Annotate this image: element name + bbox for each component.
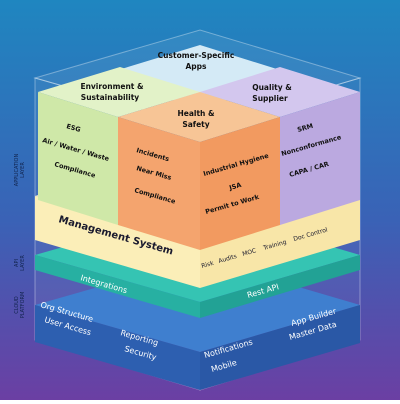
quality-title-line2: Supplier: [252, 94, 288, 103]
environment-title-line2: Sustainability: [81, 93, 139, 102]
management-audits: Audits: [218, 253, 238, 265]
side-label-application-line1: APPLICATION: [14, 154, 20, 187]
customer-title-line2: Apps: [185, 62, 207, 71]
management-risk: Risk: [201, 260, 215, 270]
side-label-api-layer: API LAYER: [14, 255, 26, 271]
side-label-cloud-line1: CLOUD: [14, 296, 20, 314]
customer-title-line1: Customer-Specific: [158, 51, 235, 60]
side-label-api-line2: LAYER: [20, 255, 26, 271]
side-label-cloud-line2: PLATFORM: [20, 292, 26, 319]
side-label-application-layer: APPLICATION LAYER: [14, 154, 26, 187]
side-label-application-line2: LAYER: [20, 162, 26, 178]
management-moc: MOC: [242, 247, 257, 258]
health-safety-cube: [118, 92, 280, 250]
side-label-cloud-platform: CLOUD PLATFORM: [14, 292, 26, 319]
side-label-api-line1: API: [14, 259, 20, 267]
health-title-line1: Health &: [177, 109, 215, 118]
environment-title-line1: Environment &: [80, 82, 144, 91]
quality-title-line1: Quality &: [252, 83, 292, 92]
environment-cube: [38, 67, 200, 225]
environment-item-esg: ESG: [65, 122, 81, 134]
health-item-jsa: JSA: [227, 181, 242, 192]
health-title-line2: Safety: [182, 120, 209, 129]
